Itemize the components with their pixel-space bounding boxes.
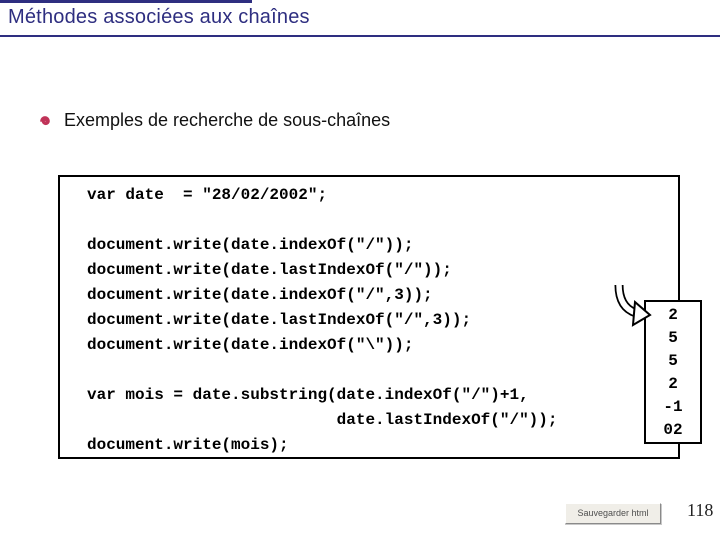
spiral-bullet-icon [40, 115, 50, 125]
result-value: 2 [668, 375, 678, 393]
code-line [87, 358, 678, 383]
code-line: document.write(date.lastIndexOf("/",3)); [87, 311, 472, 329]
title-underline [0, 35, 720, 37]
code-line: var mois = date.substring(date.indexOf("… [87, 386, 529, 404]
results-panel: 2 5 5 2 -1 02 [644, 300, 702, 444]
code-line: document.write(date.indexOf("/",3)); [87, 286, 433, 304]
code-line: document.write(date.lastIndexOf("/")); [87, 261, 452, 279]
code-line: document.write(date.indexOf("\")); [87, 336, 414, 354]
slide-title: Méthodes associées aux chaînes [8, 6, 310, 28]
code-line: document.write(mois); [87, 436, 289, 454]
bullet-item: Exemples de recherche de sous-chaînes [37, 110, 390, 131]
top-accent-line [0, 0, 252, 3]
result-value: 2 [668, 306, 678, 324]
save-html-button[interactable]: Sauvegarder html [565, 503, 661, 524]
code-line: var date = "28/02/2002"; [87, 186, 328, 204]
code-line: document.write(date.indexOf("/")); [87, 236, 414, 254]
page-number: 118 [687, 500, 714, 520]
code-line [87, 208, 678, 233]
code-panel: var date = "28/02/2002"; document.write(… [58, 175, 680, 459]
result-value: 02 [663, 421, 683, 439]
curved-arrow-icon [614, 284, 652, 327]
bullet-label: Exemples de recherche de sous-chaînes [64, 110, 391, 130]
code-line: date.lastIndexOf("/")); [87, 411, 558, 429]
result-value: -1 [663, 398, 683, 416]
result-value: 5 [668, 329, 678, 347]
result-value: 5 [668, 352, 678, 370]
